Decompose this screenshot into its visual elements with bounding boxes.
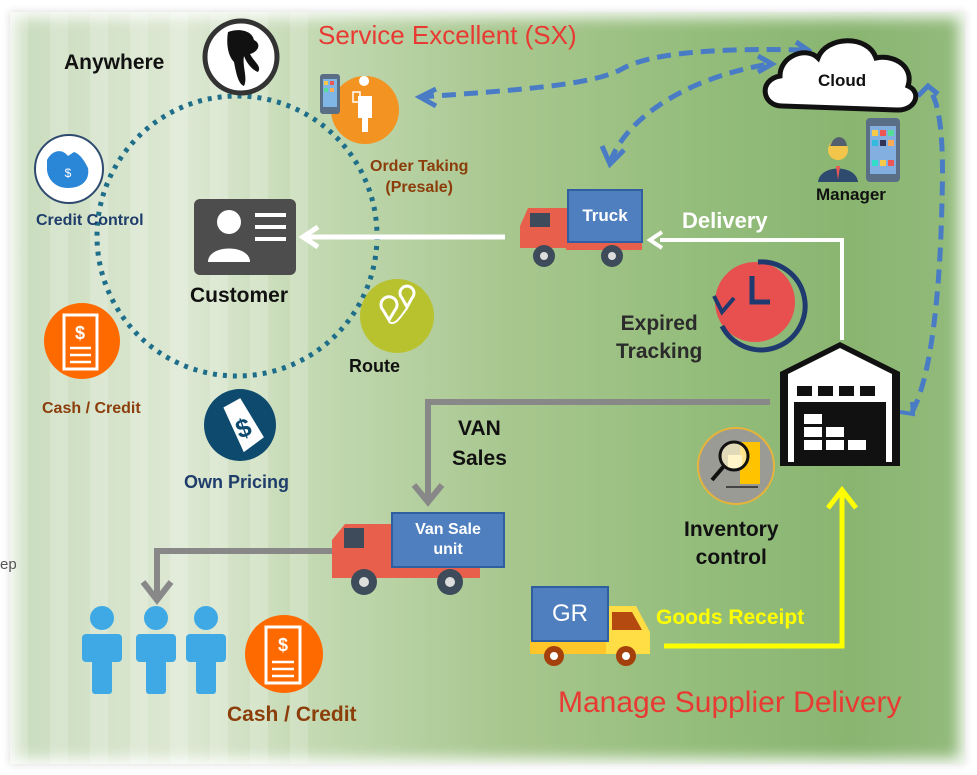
- truck-cloud-dashed-arrow: [607, 61, 771, 163]
- credit-control-label: Credit Control: [36, 212, 144, 229]
- delivery-truck-icon: [530, 606, 650, 666]
- gr-label: GR: [552, 600, 588, 627]
- warehouse-cloud-dashed-arrow: [909, 86, 945, 414]
- van-icon: [332, 524, 480, 595]
- contact-card-icon: [194, 199, 296, 275]
- truck-label: Truck: [582, 206, 628, 225]
- salesperson-tablet-icon: [320, 74, 399, 144]
- cash-credit-label-1: Cash / Credit: [42, 400, 141, 417]
- sx-dashed-arrow-top: [419, 47, 806, 100]
- van-sales-line1: VAN: [458, 417, 501, 440]
- svg-text:$: $: [75, 323, 85, 343]
- van-sales-label: VAN Sales: [452, 414, 507, 474]
- gr-box: GR: [531, 586, 609, 642]
- expired-line1: Expired: [620, 312, 698, 335]
- goods-receipt-label: Goods Receipt: [656, 606, 805, 629]
- cash-credit-label-2: Cash / Credit: [227, 703, 357, 726]
- order-taking-line2: (Presale): [385, 179, 453, 196]
- expired-tracking-label: Expired Tracking: [616, 310, 702, 366]
- anywhere-label: Anywhere: [64, 51, 165, 74]
- inventory-line2: control: [695, 546, 767, 569]
- page-title: Service Excellent (SX): [318, 20, 577, 50]
- van-sale-line2: unit: [433, 541, 463, 558]
- van-sale-unit-box: Van Sale unit: [391, 512, 505, 568]
- own-pricing-label: Own Pricing: [184, 472, 290, 492]
- stray-text: ep: [0, 556, 17, 573]
- expired-line2: Tracking: [616, 340, 703, 363]
- route-label: Route: [349, 356, 400, 376]
- footer-title: Manage Supplier Delivery: [558, 686, 902, 719]
- truck-icon: [520, 208, 642, 267]
- cloud-icon: [762, 38, 919, 113]
- van-sales-line2: Sales: [452, 447, 507, 470]
- order-taking-line1: Order Taking: [370, 158, 469, 175]
- price-tag-icon: $: [204, 389, 276, 461]
- thailand-map-icon: [202, 18, 280, 96]
- warehouse-icon: [780, 342, 900, 466]
- truck-box: Truck: [567, 189, 643, 243]
- manager-label: Manager: [816, 185, 886, 204]
- goods-receipt-arrow: [664, 492, 845, 649]
- manager-mobile-icon: [818, 118, 900, 182]
- invoice-dollar-icon: $: [245, 615, 323, 693]
- van-sale-line1: Van Sale: [415, 521, 481, 538]
- cloud-label: Cloud: [818, 71, 867, 90]
- invoice-dollar-icon: $: [44, 303, 120, 379]
- van-to-customers-arrow: [154, 548, 333, 600]
- svg-text:$: $: [278, 635, 288, 655]
- delivery-arrow: [660, 238, 844, 340]
- customer-label: Customer: [190, 284, 289, 307]
- route-pin-icon: [360, 279, 434, 353]
- money-hand-icon: $: [34, 134, 104, 204]
- inventory-control-label: Inventory control: [684, 516, 779, 572]
- order-taking-label: Order Taking (Presale): [370, 156, 468, 198]
- clock-icon: [712, 259, 808, 353]
- van-sales-arrow: [425, 399, 770, 500]
- svg-text:$: $: [65, 166, 72, 180]
- inventory-line1: Inventory: [684, 518, 779, 541]
- inventory-search-icon: [697, 427, 775, 505]
- delivery-label: Delivery: [682, 208, 768, 233]
- people-group-icon: [82, 606, 226, 694]
